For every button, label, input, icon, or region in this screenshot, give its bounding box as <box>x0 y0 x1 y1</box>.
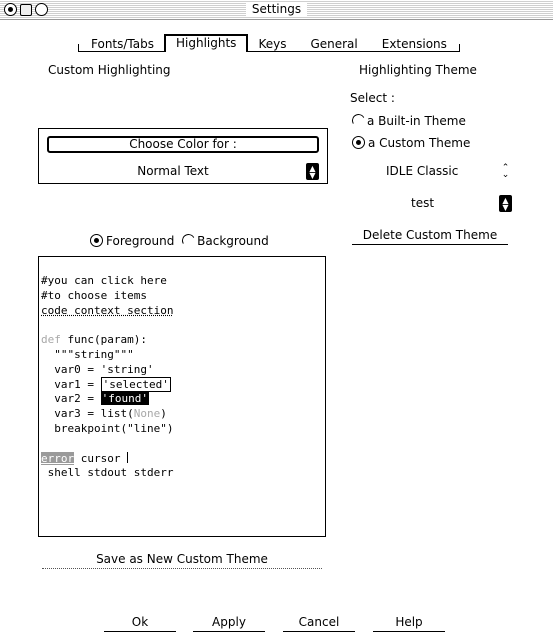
sample-cursor <box>127 451 129 463</box>
save-new-theme-button[interactable]: Save as New Custom Theme <box>42 551 322 569</box>
sample-line: breakpoint("line") <box>41 421 174 435</box>
builtin-theme-value: IDLE Classic <box>386 164 459 178</box>
zoom-window-button[interactable] <box>35 3 48 16</box>
custom-theme-option: a Custom Theme <box>352 136 470 150</box>
highlight-target-select[interactable]: Normal Text ▲▼ <box>47 163 319 181</box>
builtin-theme-option: a Built-in Theme <box>350 112 466 129</box>
custom-theme-select[interactable]: test ▲▼ <box>395 195 512 214</box>
tab-highlights[interactable]: Highlights <box>164 34 249 52</box>
close-window-button[interactable] <box>4 3 17 16</box>
builtin-theme-label: a Built-in Theme <box>367 114 466 128</box>
builtin-theme-radio[interactable] <box>350 112 367 129</box>
highlight-sample-text[interactable]: #you can click here #to choose items cod… <box>38 256 326 537</box>
custom-highlighting-heading: Custom Highlighting <box>48 63 171 77</box>
sample-line <box>41 437 323 452</box>
tab-fonts-tabs[interactable]: Fonts/Tabs <box>81 36 164 52</box>
window-title: Settings <box>0 2 553 16</box>
delete-custom-theme-button[interactable]: Delete Custom Theme <box>352 227 508 245</box>
highlighting-theme-heading: Highlighting Theme <box>359 63 477 77</box>
fg-bg-radio-group: Foreground Background <box>90 232 269 249</box>
minimize-window-button[interactable] <box>20 3 32 16</box>
sample-line <box>41 318 323 333</box>
choose-color-button[interactable]: Choose Color for : <box>47 136 319 153</box>
sample-line: #to choose items <box>41 288 147 302</box>
settings-tabs: Fonts/Tabs Highlights Keys General Exten… <box>78 34 460 52</box>
updown-arrows-icon: ▲▼ <box>499 195 512 212</box>
background-label: Background <box>197 234 269 248</box>
sample-line: var3 = list(None) <box>41 407 167 421</box>
foreground-radio[interactable] <box>90 234 103 247</box>
sample-line: code context section <box>41 303 174 317</box>
color-chooser-frame: Choose Color for : Normal Text ▲▼ <box>38 128 328 184</box>
help-button[interactable]: Help <box>373 614 445 632</box>
sample-line: var0 = 'string' <box>41 362 154 376</box>
custom-theme-label: a Custom Theme <box>368 136 471 150</box>
custom-theme-value: test <box>411 196 435 210</box>
sample-line: def func(param): <box>41 333 147 347</box>
tab-extensions[interactable]: Extensions <box>371 36 457 52</box>
sample-line: #you can click here <box>41 274 167 287</box>
updown-arrows-icon: ▲▼ <box>306 163 319 180</box>
builtin-theme-select[interactable]: IDLE Classic ⌃⌄ <box>386 164 514 182</box>
sample-line: var1 = 'selected' <box>41 376 171 392</box>
sample-error-text: error <box>41 451 75 465</box>
title-bar: Settings <box>0 0 553 20</box>
cancel-button[interactable]: Cancel <box>283 614 355 632</box>
sample-found-text: 'found' <box>100 392 149 406</box>
foreground-label: Foreground <box>106 234 175 248</box>
sample-line: var2 = 'found' <box>41 392 149 406</box>
updown-arrows-icon: ⌃⌄ <box>499 164 512 181</box>
custom-theme-radio[interactable] <box>352 136 365 149</box>
tab-general[interactable]: General <box>296 36 372 52</box>
sample-line: """string""" <box>41 347 134 361</box>
ok-button[interactable]: Ok <box>104 614 176 632</box>
tab-keys[interactable]: Keys <box>248 36 297 52</box>
sample-line: shell stdout stderr <box>41 466 174 480</box>
highlight-target-value: Normal Text <box>137 164 209 178</box>
sample-selected-text: 'selected' <box>100 376 171 392</box>
background-radio[interactable] <box>180 232 197 249</box>
select-label: Select : <box>350 91 395 105</box>
window-controls <box>4 3 48 16</box>
apply-button[interactable]: Apply <box>193 614 265 632</box>
sample-line: error cursor <box>41 451 129 465</box>
